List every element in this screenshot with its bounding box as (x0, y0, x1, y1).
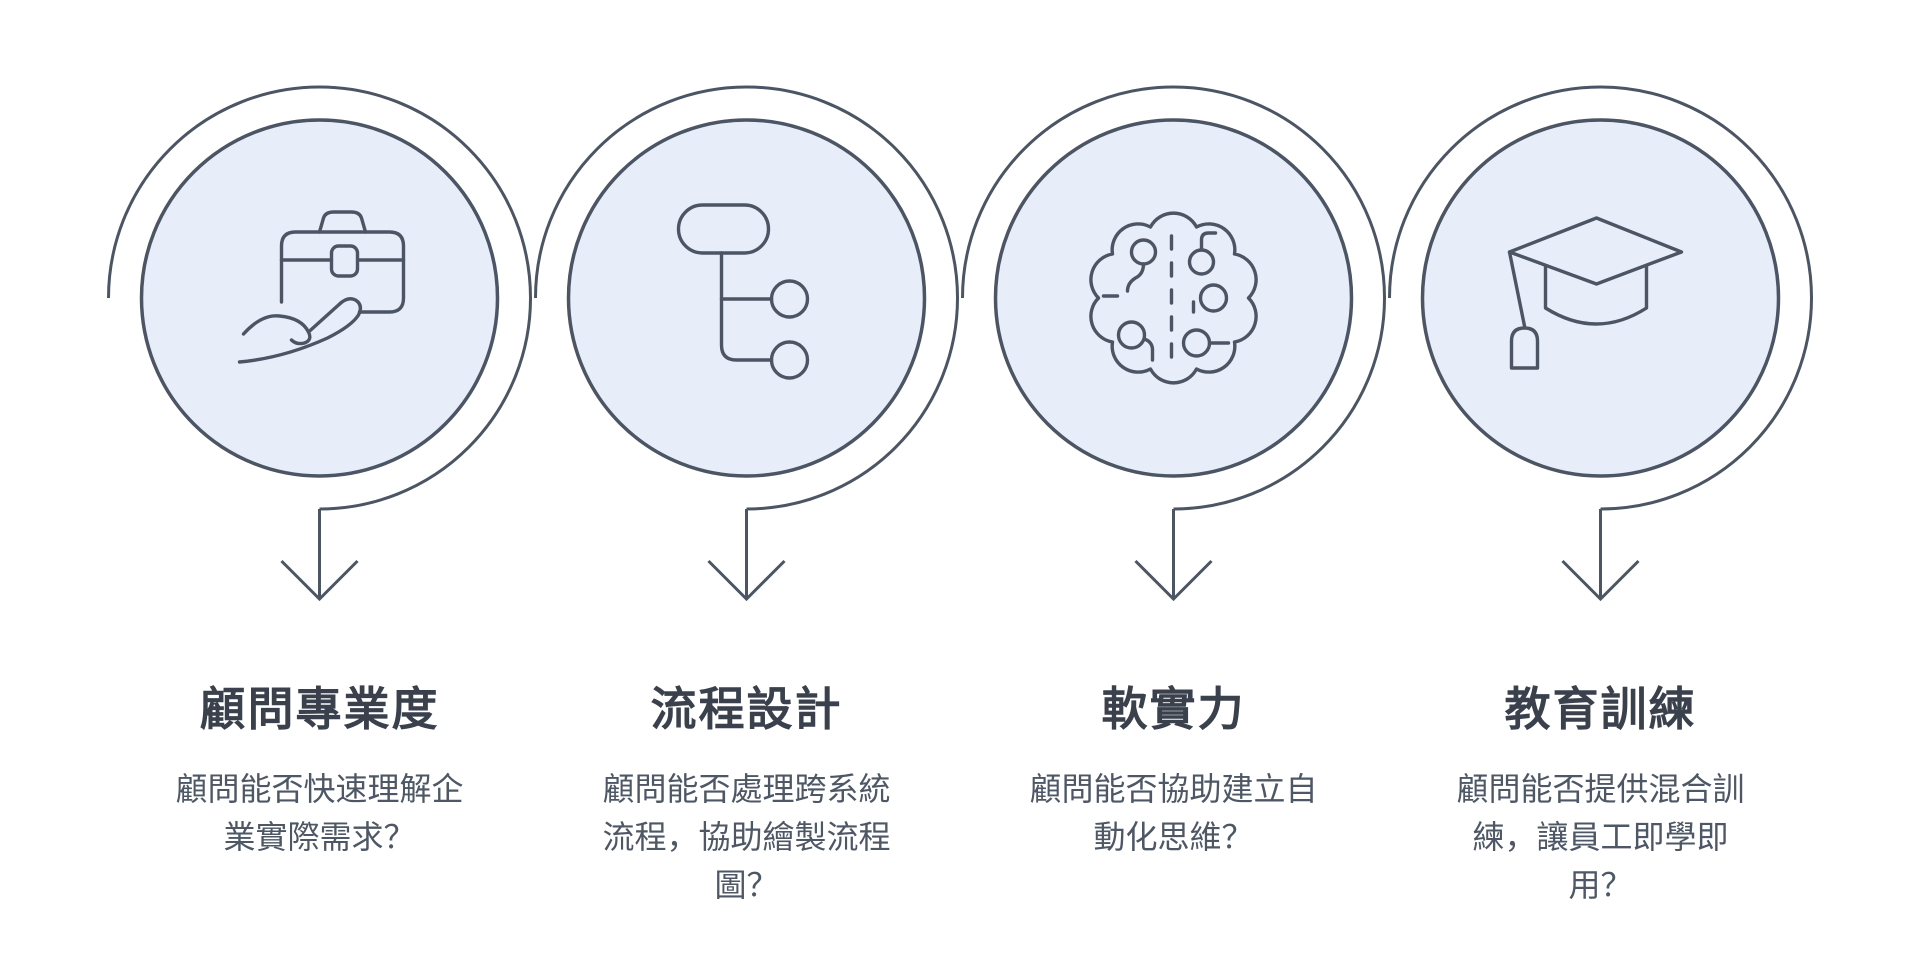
step-circle (139, 118, 500, 478)
step-description: 顧問能否協助建立自動化思維？ (1029, 770, 1318, 855)
step-circle (1420, 118, 1781, 478)
step-graphic-1 (107, 85, 532, 602)
step-graphic-3 (961, 85, 1386, 602)
step-circle (993, 118, 1354, 478)
graduation-cap-icon (1507, 216, 1684, 370)
down-arrow-icon (1561, 509, 1640, 602)
step-column-3: 軟實力 顧問能否協助建立自動化思維？ (960, 60, 1387, 978)
spiral-arc (1388, 85, 1813, 511)
step-column-1: 顧問專業度 顧問能否快速理解企業實際需求？ (106, 60, 533, 978)
step-description: 顧問能否處理跨系統流程，協助繪製流程圖？ (602, 770, 891, 903)
step-title: 顧問專業度 (199, 683, 440, 735)
spiral-arc (534, 85, 959, 511)
down-arrow-icon (1134, 509, 1213, 602)
down-arrow-icon (280, 509, 359, 602)
flowchart-icon (676, 203, 810, 380)
step-title: 軟實力 (1101, 683, 1246, 735)
step-description: 顧問能否快速理解企業實際需求？ (175, 770, 464, 855)
down-arrow-icon (707, 509, 786, 602)
spiral-arc (961, 85, 1386, 511)
step-title: 流程設計 (650, 683, 843, 735)
step-graphic-4 (1388, 85, 1813, 602)
step-column-4: 教育訓練 顧問能否提供混合訓練，讓員工即學即用？ (1387, 60, 1814, 978)
ai-brain-icon (1089, 211, 1258, 385)
step-title: 教育訓練 (1504, 683, 1697, 735)
spiral-arc (107, 85, 532, 511)
step-column-2: 流程設計 顧問能否處理跨系統流程，協助繪製流程圖？ (533, 60, 960, 978)
step-description: 顧問能否提供混合訓練，讓員工即學即用？ (1456, 770, 1745, 903)
briefcase-hand-icon (237, 210, 406, 364)
step-graphic-2 (534, 85, 959, 602)
